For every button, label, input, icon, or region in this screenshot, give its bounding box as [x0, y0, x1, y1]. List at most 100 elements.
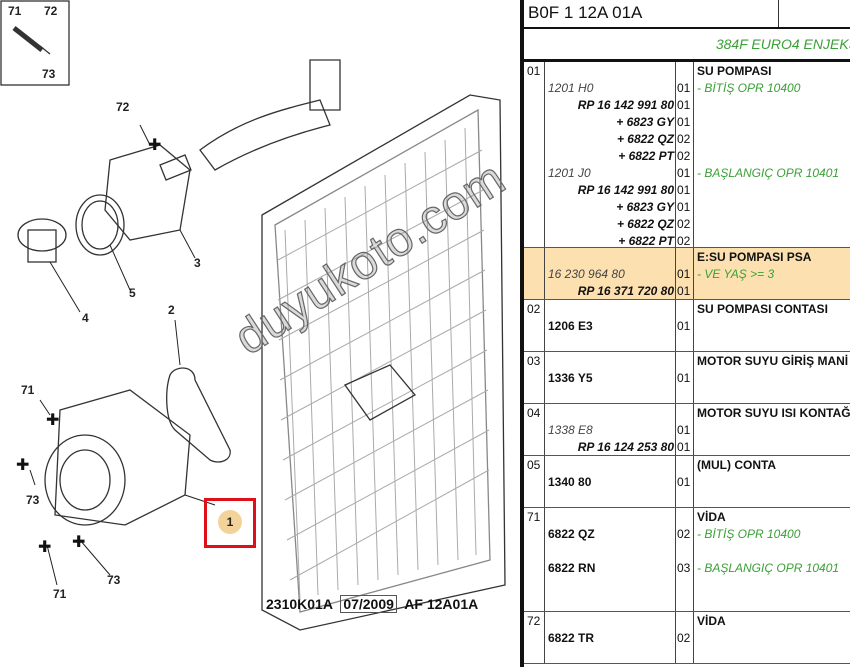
- part-number: RP 16 371 720 80: [577, 284, 674, 298]
- table-title: B0F 1 12A 01A: [528, 3, 643, 22]
- part-label-71[interactable]: 71: [53, 587, 67, 601]
- column-divider: [675, 456, 676, 507]
- part-label-2[interactable]: 2: [168, 303, 175, 317]
- column-divider: [675, 404, 676, 455]
- column-divider: [675, 508, 676, 611]
- item-number: 01: [527, 64, 541, 78]
- diagram-code: 2310K01A: [266, 596, 333, 612]
- svg-text:✚: ✚: [38, 539, 51, 556]
- column-divider: [675, 612, 676, 663]
- key-label-72: 72: [44, 4, 58, 18]
- part-label-72[interactable]: 72: [116, 100, 130, 114]
- part-number: 6822 QZ: [548, 527, 595, 541]
- part-number: RP 16 142 991 80: [577, 183, 674, 197]
- quantity: 01: [677, 98, 691, 112]
- table-subheader: 384F EURO4 ENJEKS: [524, 29, 850, 62]
- temperature-sensor: [17, 218, 67, 263]
- column-divider: [675, 300, 676, 351]
- part-number: 1336 Y5: [548, 371, 593, 385]
- key-label-73: 73: [42, 67, 56, 81]
- quantity: 02: [677, 149, 691, 163]
- quantity: 01: [677, 371, 691, 385]
- part-number: + 6822 PT: [618, 234, 674, 248]
- quantity: 01: [677, 115, 691, 129]
- description: MOTOR SUYU ISI KONTAĞ: [697, 406, 850, 420]
- column-divider: [693, 404, 694, 455]
- column-divider: [693, 248, 694, 299]
- quantity: 01: [677, 267, 691, 281]
- table-row[interactable]: 03 MOTOR SUYU GİRİŞ MANİ 1336 Y5 01: [524, 352, 850, 404]
- part-label-73[interactable]: 73: [107, 573, 121, 587]
- svg-text:✚: ✚: [46, 412, 59, 429]
- column-divider: [544, 62, 545, 247]
- description: - VE YAŞ >= 3: [697, 267, 775, 281]
- svg-text:✚: ✚: [148, 137, 161, 154]
- quantity: 02: [677, 234, 691, 248]
- part-label-3[interactable]: 3: [194, 256, 201, 270]
- column-divider: [693, 508, 694, 611]
- svg-text:✚: ✚: [72, 534, 85, 551]
- exploded-parts-diagram: ✚✚✚✚✚ 71 72 73 72 3 5 4 2 71 73 71 73 1 …: [0, 0, 506, 631]
- water-pump: [44, 389, 191, 526]
- item-number: 04: [527, 406, 541, 420]
- part-label-5[interactable]: 5: [129, 286, 136, 300]
- column-divider: [693, 456, 694, 507]
- quantity: 02: [677, 631, 691, 645]
- header-divider: [778, 0, 779, 27]
- table-row[interactable]: E:SU POMPASI PSA 16 230 964 80 01 - VE YAŞ …: [524, 248, 850, 300]
- diagram-ref: AF 12A01A: [404, 596, 479, 612]
- key-label-71: 71: [8, 4, 22, 18]
- description: VİDA: [697, 614, 726, 628]
- screw-markers: ✚ ✚ ✚ ✚ ✚: [16, 137, 161, 556]
- quantity: 01: [677, 440, 691, 454]
- quantity: 02: [677, 527, 691, 541]
- part-number: 1201 H0: [548, 81, 594, 95]
- part-number: + 6822 QZ: [616, 132, 674, 146]
- column-divider: [544, 612, 545, 663]
- item-number: 05: [527, 458, 541, 472]
- quantity: 02: [677, 132, 691, 146]
- pump-gasket: [166, 367, 231, 463]
- quantity: 01: [677, 200, 691, 214]
- gasket-ring: [75, 194, 125, 256]
- quantity: 02: [677, 217, 691, 231]
- item-number: 02: [527, 302, 541, 316]
- key-box: [0, 0, 70, 86]
- part-label-4[interactable]: 4: [82, 311, 89, 325]
- part-label-71[interactable]: 71: [21, 383, 35, 397]
- selected-part-highlight: [204, 498, 256, 548]
- description: VİDA: [697, 510, 726, 524]
- quantity: 01: [677, 475, 691, 489]
- table-subtitle: 384F EURO4 ENJEKS: [715, 36, 850, 52]
- part-number: 16 230 964 80: [548, 267, 625, 281]
- diagram-date: 07/2009: [340, 595, 397, 613]
- description: E:SU POMPASI PSA: [697, 250, 812, 264]
- column-divider: [544, 300, 545, 351]
- part-label-1[interactable]: 1: [218, 510, 242, 534]
- leader-lines: [29, 124, 216, 586]
- description: MOTOR SUYU GİRİŞ MANİ: [697, 354, 849, 368]
- description: (MUL) CONTA: [697, 458, 777, 472]
- part-number: 6822 TR: [548, 631, 595, 645]
- quantity: 01: [677, 423, 691, 437]
- part-label-73[interactable]: 73: [26, 493, 40, 507]
- column-divider: [544, 508, 545, 611]
- part-number: + 6823 GY: [616, 115, 674, 129]
- svg-text:✚: ✚: [16, 457, 29, 474]
- part-number: 6822 RN: [548, 561, 596, 575]
- diagram-drawing: ✚ ✚ ✚ ✚ ✚: [0, 0, 506, 631]
- column-divider: [675, 352, 676, 403]
- part-number: + 6823 GY: [616, 200, 674, 214]
- item-number: 71: [527, 510, 541, 524]
- column-divider: [675, 248, 676, 299]
- part-number: RP 16 142 991 80: [577, 98, 674, 112]
- description: - BAŞLANGIÇ OPR 10401: [697, 166, 840, 180]
- item-number: 03: [527, 354, 541, 368]
- column-divider: [544, 404, 545, 455]
